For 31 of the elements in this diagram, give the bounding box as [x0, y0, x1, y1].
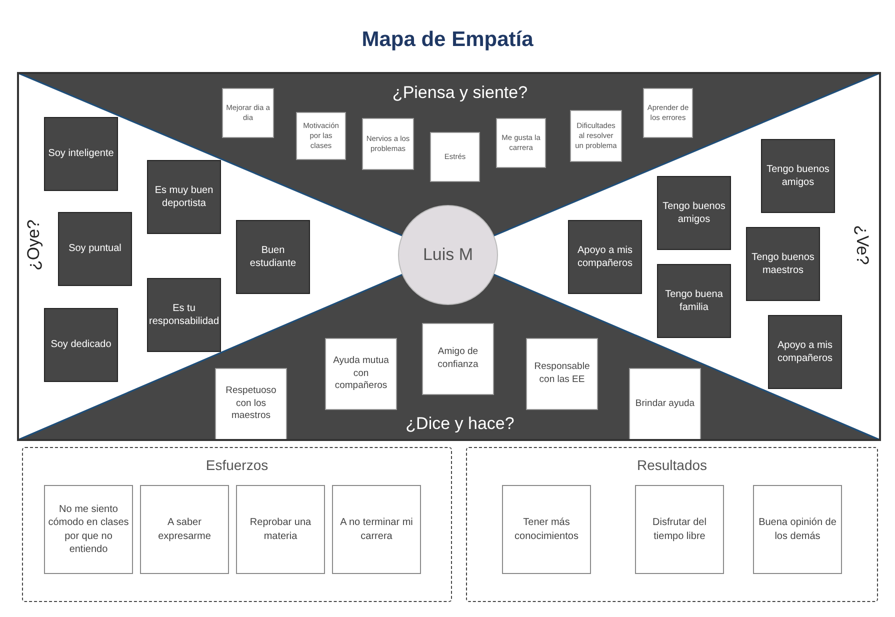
sticky-note: Buena opinión de los demás — [753, 485, 842, 574]
sticky-note: Tengo buenos amigos — [657, 176, 731, 250]
section-heading: ¿Ve? — [852, 225, 872, 265]
sticky-note: Soy dedicado — [44, 308, 118, 382]
sticky-note: Respetuoso con los maestros — [215, 368, 287, 440]
sticky-note: Brindar ayuda — [629, 368, 701, 440]
panel-heading: Resultados — [636, 457, 708, 473]
sticky-note: Apoyo a mis compañeros — [568, 220, 642, 294]
diagram-title: Mapa de Empatía — [360, 28, 534, 52]
sticky-note: Responsable con las EE — [526, 338, 598, 410]
section-heading: ¿Piensa y siente? — [392, 83, 528, 103]
sticky-note: Apoyo a mis compañeros — [768, 315, 842, 389]
sticky-note: Tengo buenos amigos — [761, 139, 835, 213]
section-heading: ¿Oye? — [24, 219, 44, 271]
sticky-note: Tengo buena familia — [657, 264, 731, 338]
sticky-note: Es muy buen deportista — [147, 160, 221, 234]
sticky-note: A no terminar mi carrera — [332, 485, 421, 574]
sticky-note: Ayuda mutua con compañeros — [325, 338, 397, 410]
sticky-note: Soy inteligente — [44, 117, 118, 191]
sticky-note: A saber expresarme — [140, 485, 229, 574]
sticky-note: No me siento cómodo en clases por que no entiendo — [44, 485, 133, 574]
sticky-note: Tengo buenos maestros — [746, 227, 820, 301]
sticky-note: Disfrutar del tiempo libre — [635, 485, 724, 574]
sticky-note: Amigo de confianza — [422, 323, 494, 395]
sticky-note: Es tu responsabilidad — [147, 278, 221, 352]
panel-heading: Esfuerzos — [206, 457, 268, 473]
sticky-note: Buen estudiante — [236, 220, 310, 294]
sticky-note: Reprobar una materia — [236, 485, 325, 574]
sticky-note: Soy puntual — [58, 212, 132, 286]
sticky-note: Tener más conocimientos — [502, 485, 591, 574]
section-heading: ¿Dice y hace? — [406, 414, 514, 434]
